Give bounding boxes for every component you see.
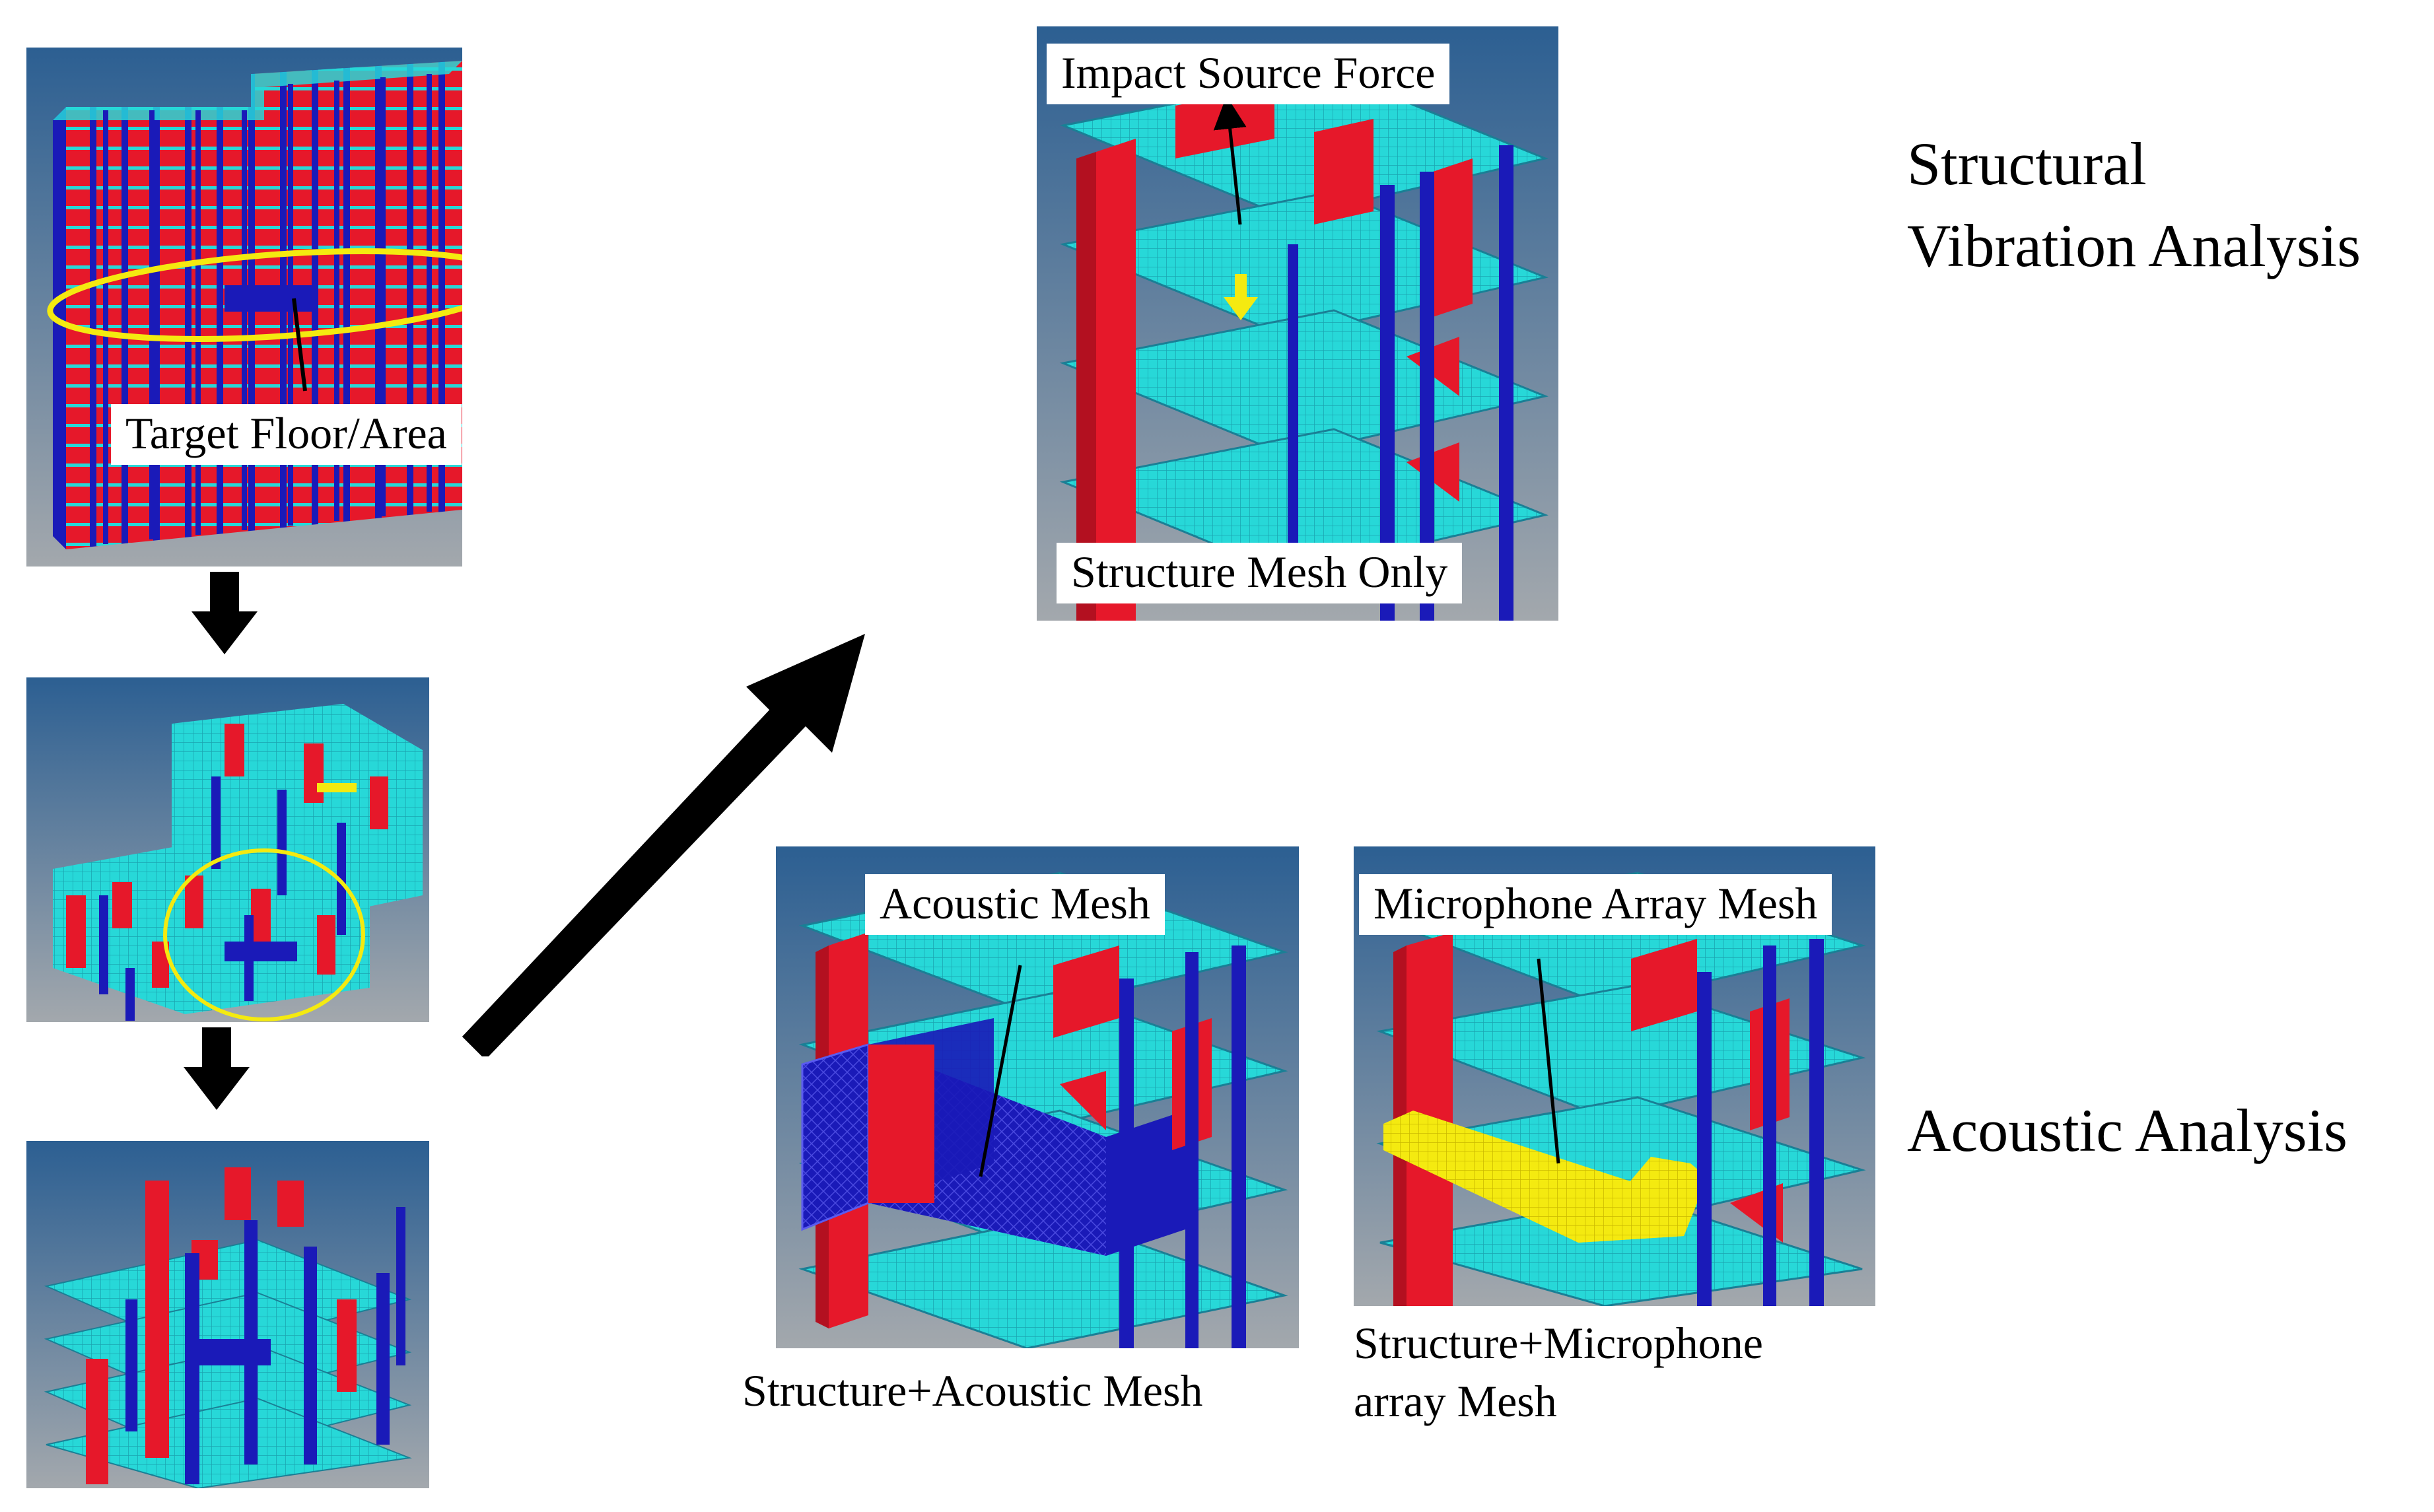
structure-mic-caption-line1: Structure+Microphone bbox=[1354, 1318, 1763, 1368]
acoustic-heading: Acoustic Analysis bbox=[1907, 1097, 2347, 1164]
building-model-panel bbox=[26, 48, 462, 567]
down-arrow-2 bbox=[184, 1027, 250, 1113]
structure-mic-caption-line2: array Mesh bbox=[1354, 1376, 1557, 1426]
structural-heading-line1: Structural bbox=[1907, 130, 2147, 197]
target-area-panel bbox=[26, 677, 429, 1022]
structure-only-label: Structure Mesh Only bbox=[1057, 543, 1463, 603]
impact-source-label: Impact Source Force bbox=[1047, 44, 1450, 104]
structure-mesh-panel bbox=[1037, 26, 1558, 621]
diagonal-arrow bbox=[462, 634, 872, 1070]
structural-heading-line2: Vibration Analysis bbox=[1907, 212, 2361, 279]
acoustic-mesh-panel bbox=[776, 846, 1299, 1348]
target-floor-label: Target Floor/Area bbox=[111, 404, 462, 465]
mic-array-mesh-label: Microphone Array Mesh bbox=[1359, 874, 1832, 935]
down-arrow-1 bbox=[191, 572, 258, 658]
extracted-floors-panel bbox=[26, 1141, 429, 1488]
structure-acoustic-caption: Structure+Acoustic Mesh bbox=[742, 1365, 1203, 1416]
acoustic-mesh-label: Acoustic Mesh bbox=[865, 874, 1165, 935]
